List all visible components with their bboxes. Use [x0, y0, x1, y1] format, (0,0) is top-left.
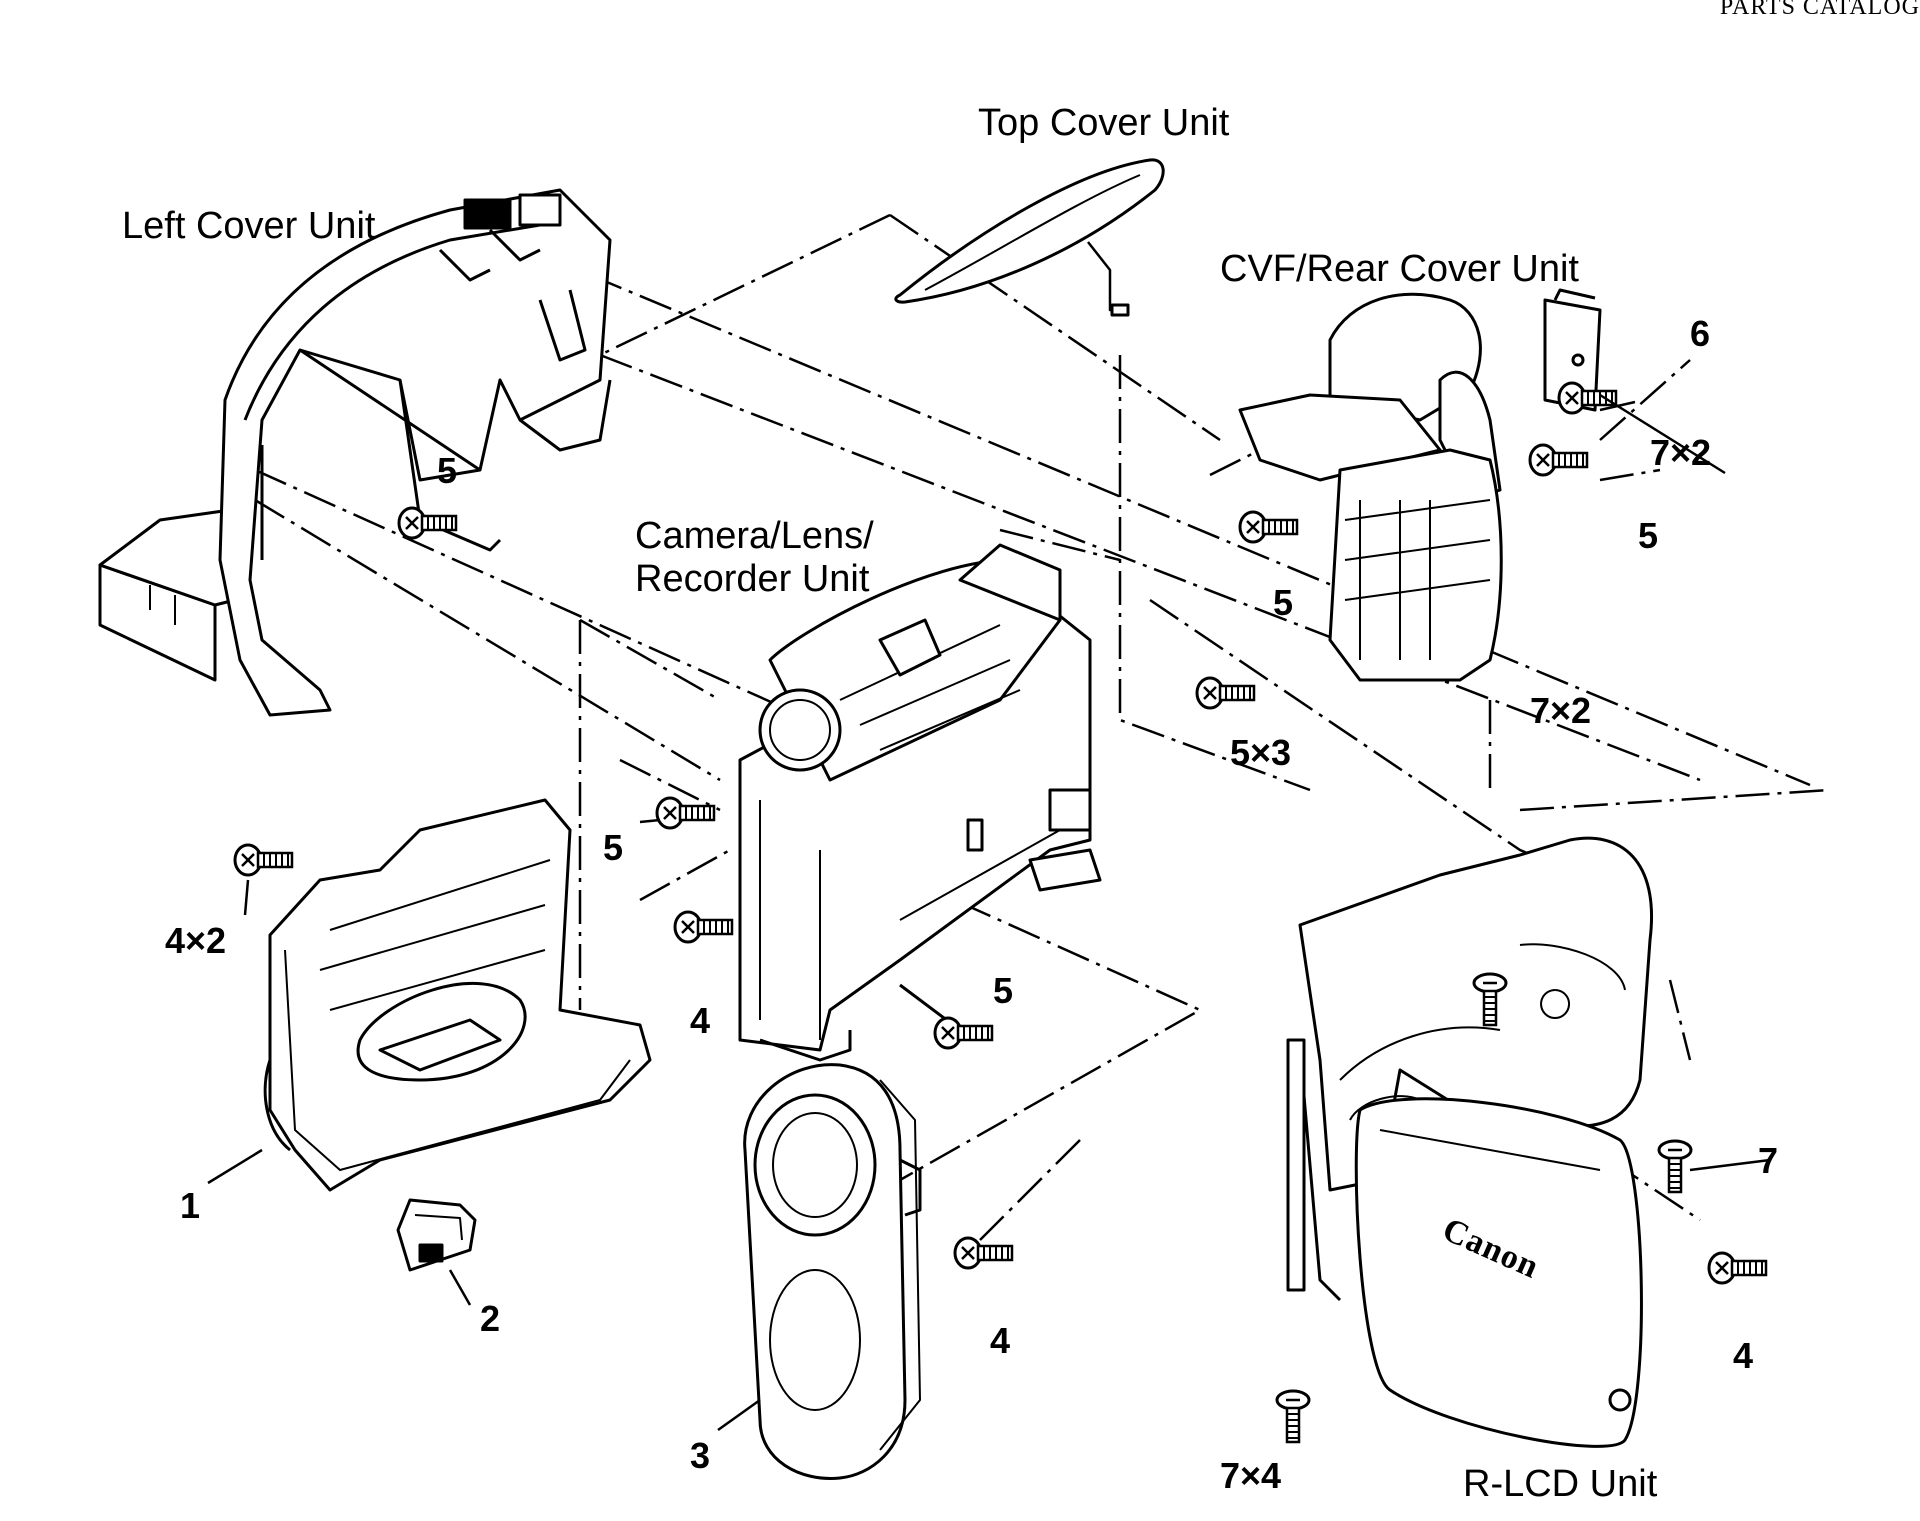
callout-7x2-top: 7×2: [1650, 432, 1712, 473]
callout-7: 7: [1758, 1140, 1779, 1181]
callout-leaders: [207, 393, 1771, 1432]
part-3-front-cover-drawing: [743, 1063, 922, 1480]
callout-7x4: 7×4: [1220, 1455, 1282, 1496]
top-cover-unit-drawing: [894, 158, 1165, 317]
callout-7x2-mid: 7×2: [1530, 690, 1592, 731]
callout-4-lower-center: 4: [990, 1320, 1011, 1361]
callout-5-cvf-right: 5: [1638, 515, 1659, 556]
cvf-rear-cover-unit-drawing: [1238, 288, 1602, 682]
callout-5-mid-left: 5: [603, 827, 624, 868]
callout-2: 2: [480, 1298, 501, 1339]
r-lcd-unit-label: R-LCD Unit: [1463, 1463, 1658, 1505]
callout-3: 3: [690, 1435, 711, 1476]
catalog-header-text: PARTS CATALOG: [1719, 0, 1920, 20]
callout-5x3: 5×3: [1230, 732, 1292, 773]
callout-1: 1: [180, 1185, 201, 1226]
callout-6: 6: [1690, 313, 1711, 354]
callout-5-center-lower: 5: [993, 970, 1014, 1011]
callout-4-left-center: 4: [690, 1000, 711, 1041]
camera-lens-recorder-unit-label-line1: Camera/Lens/: [635, 515, 874, 557]
camera-lens-recorder-unit-label-line2: Recorder Unit: [635, 558, 870, 600]
callout-5-cvf: 5: [1273, 582, 1294, 623]
left-cover-unit-drawing: [98, 188, 612, 717]
callout-4x2: 4×2: [165, 920, 227, 961]
camera-lens-recorder-unit-drawing: [738, 543, 1102, 1062]
cvf-rear-cover-unit-label: CVF/Rear Cover Unit: [1220, 248, 1579, 290]
callout-5-left: 5: [437, 450, 458, 491]
r-lcd-unit-drawing: [1286, 836, 1653, 1448]
part-1-bottom-cover-drawing: [263, 798, 652, 1192]
top-cover-unit-label: Top Cover Unit: [978, 102, 1230, 144]
part-2-bracket-drawing: [396, 1198, 477, 1272]
left-cover-unit-label: Left Cover Unit: [122, 205, 376, 247]
callout-4-right: 4: [1733, 1335, 1754, 1376]
